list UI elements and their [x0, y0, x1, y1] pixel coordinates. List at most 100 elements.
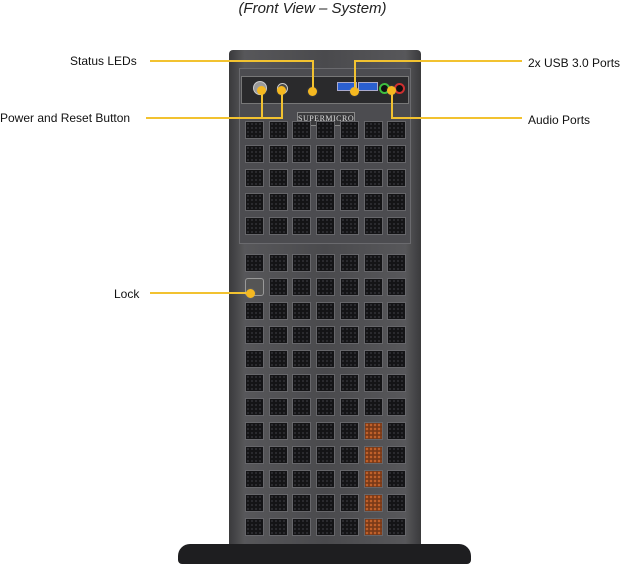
vent-cell: [339, 254, 359, 272]
vent-cell: [245, 350, 264, 368]
chassis-base: [178, 544, 471, 564]
usb-port-1: [337, 82, 357, 91]
vent-cell: [316, 217, 336, 235]
vent-cell: [387, 422, 407, 440]
callout-line: [150, 292, 250, 294]
vent-cell: [268, 302, 288, 320]
usb-port-2: [358, 82, 378, 91]
vent-cell: [363, 217, 383, 235]
vent-cell: [245, 254, 264, 272]
vent-cell: [363, 518, 383, 536]
vent-cell: [363, 145, 383, 163]
vent-cell: [363, 302, 383, 320]
vent-cell: [363, 398, 383, 416]
vent-cell: [292, 217, 312, 235]
vent-cell: [316, 326, 336, 344]
vent-cell: [268, 446, 288, 464]
vent-cell: [339, 302, 359, 320]
vent-cell: [245, 169, 264, 187]
vent-cell: [292, 494, 312, 512]
vent-cell: [387, 121, 407, 139]
vent-cell: [292, 302, 312, 320]
vent-cell: [316, 494, 336, 512]
vent-cell: [363, 169, 383, 187]
vent-cell: [292, 350, 312, 368]
callout-line: [391, 117, 522, 119]
vent-cell: [387, 217, 407, 235]
vent-cell: [363, 422, 383, 440]
vent-cell: [245, 470, 264, 488]
vent-cell: [245, 217, 264, 235]
vent-cell: [387, 398, 407, 416]
vent-cell: [292, 254, 312, 272]
vent-cell: [268, 494, 288, 512]
vent-cell: [387, 326, 407, 344]
callout-line: [281, 90, 283, 118]
vent-cell: [316, 169, 336, 187]
label-usb-ports: 2x USB 3.0 Ports: [528, 56, 621, 70]
vent-cell: [387, 446, 407, 464]
vent-cell: [363, 446, 383, 464]
vent-cell: [268, 326, 288, 344]
vent-cell: [339, 350, 359, 368]
callout-dot: [387, 86, 396, 95]
vent-cell: [245, 374, 264, 392]
label-lock: Lock: [114, 287, 140, 301]
vent-cell: [387, 145, 407, 163]
vent-cell: [316, 254, 336, 272]
vent-cell: [387, 494, 407, 512]
vent-cell: [363, 326, 383, 344]
vent-cell: [316, 302, 336, 320]
vent-cell: [387, 518, 407, 536]
vent-cell: [268, 254, 288, 272]
callout-line: [354, 60, 522, 62]
callout-dot: [308, 87, 317, 96]
vent-cell: [339, 518, 359, 536]
vent-cell: [292, 518, 312, 536]
vent-cell: [316, 518, 336, 536]
callout-line: [146, 117, 283, 119]
vent-cell: [387, 169, 407, 187]
vent-cell: [387, 350, 407, 368]
callout-dot: [277, 86, 286, 95]
vent-cell: [268, 350, 288, 368]
vent-cell: [268, 169, 288, 187]
vent-cell: [316, 446, 336, 464]
vent-cell: [268, 145, 288, 163]
vent-cell: [339, 169, 359, 187]
vent-cell: [339, 121, 359, 139]
label-audio-ports: Audio Ports: [528, 113, 591, 127]
vent-cell: [339, 494, 359, 512]
vent-cell: [387, 374, 407, 392]
vent-cell: [292, 326, 312, 344]
vent-cell: [363, 494, 383, 512]
vent-cell: [268, 398, 288, 416]
callout-dot: [246, 289, 255, 298]
figure-caption: (Front View – System): [238, 0, 387, 17]
vent-cell: [316, 145, 336, 163]
vent-cell: [363, 278, 383, 296]
vent-cell: [245, 422, 264, 440]
vent-cell: [268, 217, 288, 235]
vent-cell: [339, 422, 359, 440]
vent-cell: [268, 121, 288, 139]
vent-cell: [339, 278, 359, 296]
vent-cell: [363, 121, 383, 139]
vent-cell: [316, 193, 336, 211]
vent-cell: [339, 446, 359, 464]
callout-dot: [350, 87, 359, 96]
vent-cell: [316, 374, 336, 392]
vent-cell: [387, 278, 407, 296]
callout-line: [391, 90, 393, 118]
vent-cell: [387, 254, 407, 272]
vent-cell: [292, 193, 312, 211]
vent-cell: [268, 193, 288, 211]
vent-cell: [339, 217, 359, 235]
vent-cell: [363, 374, 383, 392]
vent-cell: [339, 398, 359, 416]
vent-cell: [245, 446, 264, 464]
vent-cell: [387, 470, 407, 488]
vent-cell: [339, 145, 359, 163]
vent-cell: [363, 470, 383, 488]
vent-cell: [387, 302, 407, 320]
